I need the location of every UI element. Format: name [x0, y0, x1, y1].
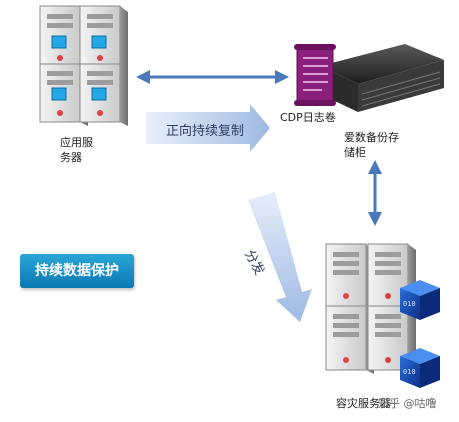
- app-server-label: 应用服 务器: [60, 136, 93, 164]
- distribution-arrow: [248, 192, 312, 322]
- cdp-log-scroll-icon: [294, 44, 336, 106]
- forward-replication-arrow: [146, 104, 270, 152]
- storage-label: 爱数备份存 储柜: [344, 131, 399, 159]
- backup-server-label: 容灾服务器: [336, 397, 391, 410]
- continuous-protection-label: 持续数据保护: [35, 263, 119, 279]
- data-cube-icon: 010: [400, 280, 440, 320]
- cdp-log-label: CDP日志卷: [280, 111, 336, 124]
- data-cube-glyph: 010: [403, 368, 416, 376]
- storage-cabinet-icon: [320, 44, 444, 112]
- app-server-cluster-icon: [39, 5, 128, 126]
- continuous-protection-badge: 持续数据保护: [20, 254, 134, 288]
- data-cube-icon: 010: [400, 348, 440, 388]
- data-cube-glyph: 010: [403, 300, 416, 308]
- watermark: 知乎 @咕噜: [378, 397, 437, 410]
- sync-double-arrow: [136, 70, 289, 84]
- forward-replication-label: 正向持续复制: [166, 124, 245, 139]
- storage-backup-double-arrow: [368, 160, 382, 226]
